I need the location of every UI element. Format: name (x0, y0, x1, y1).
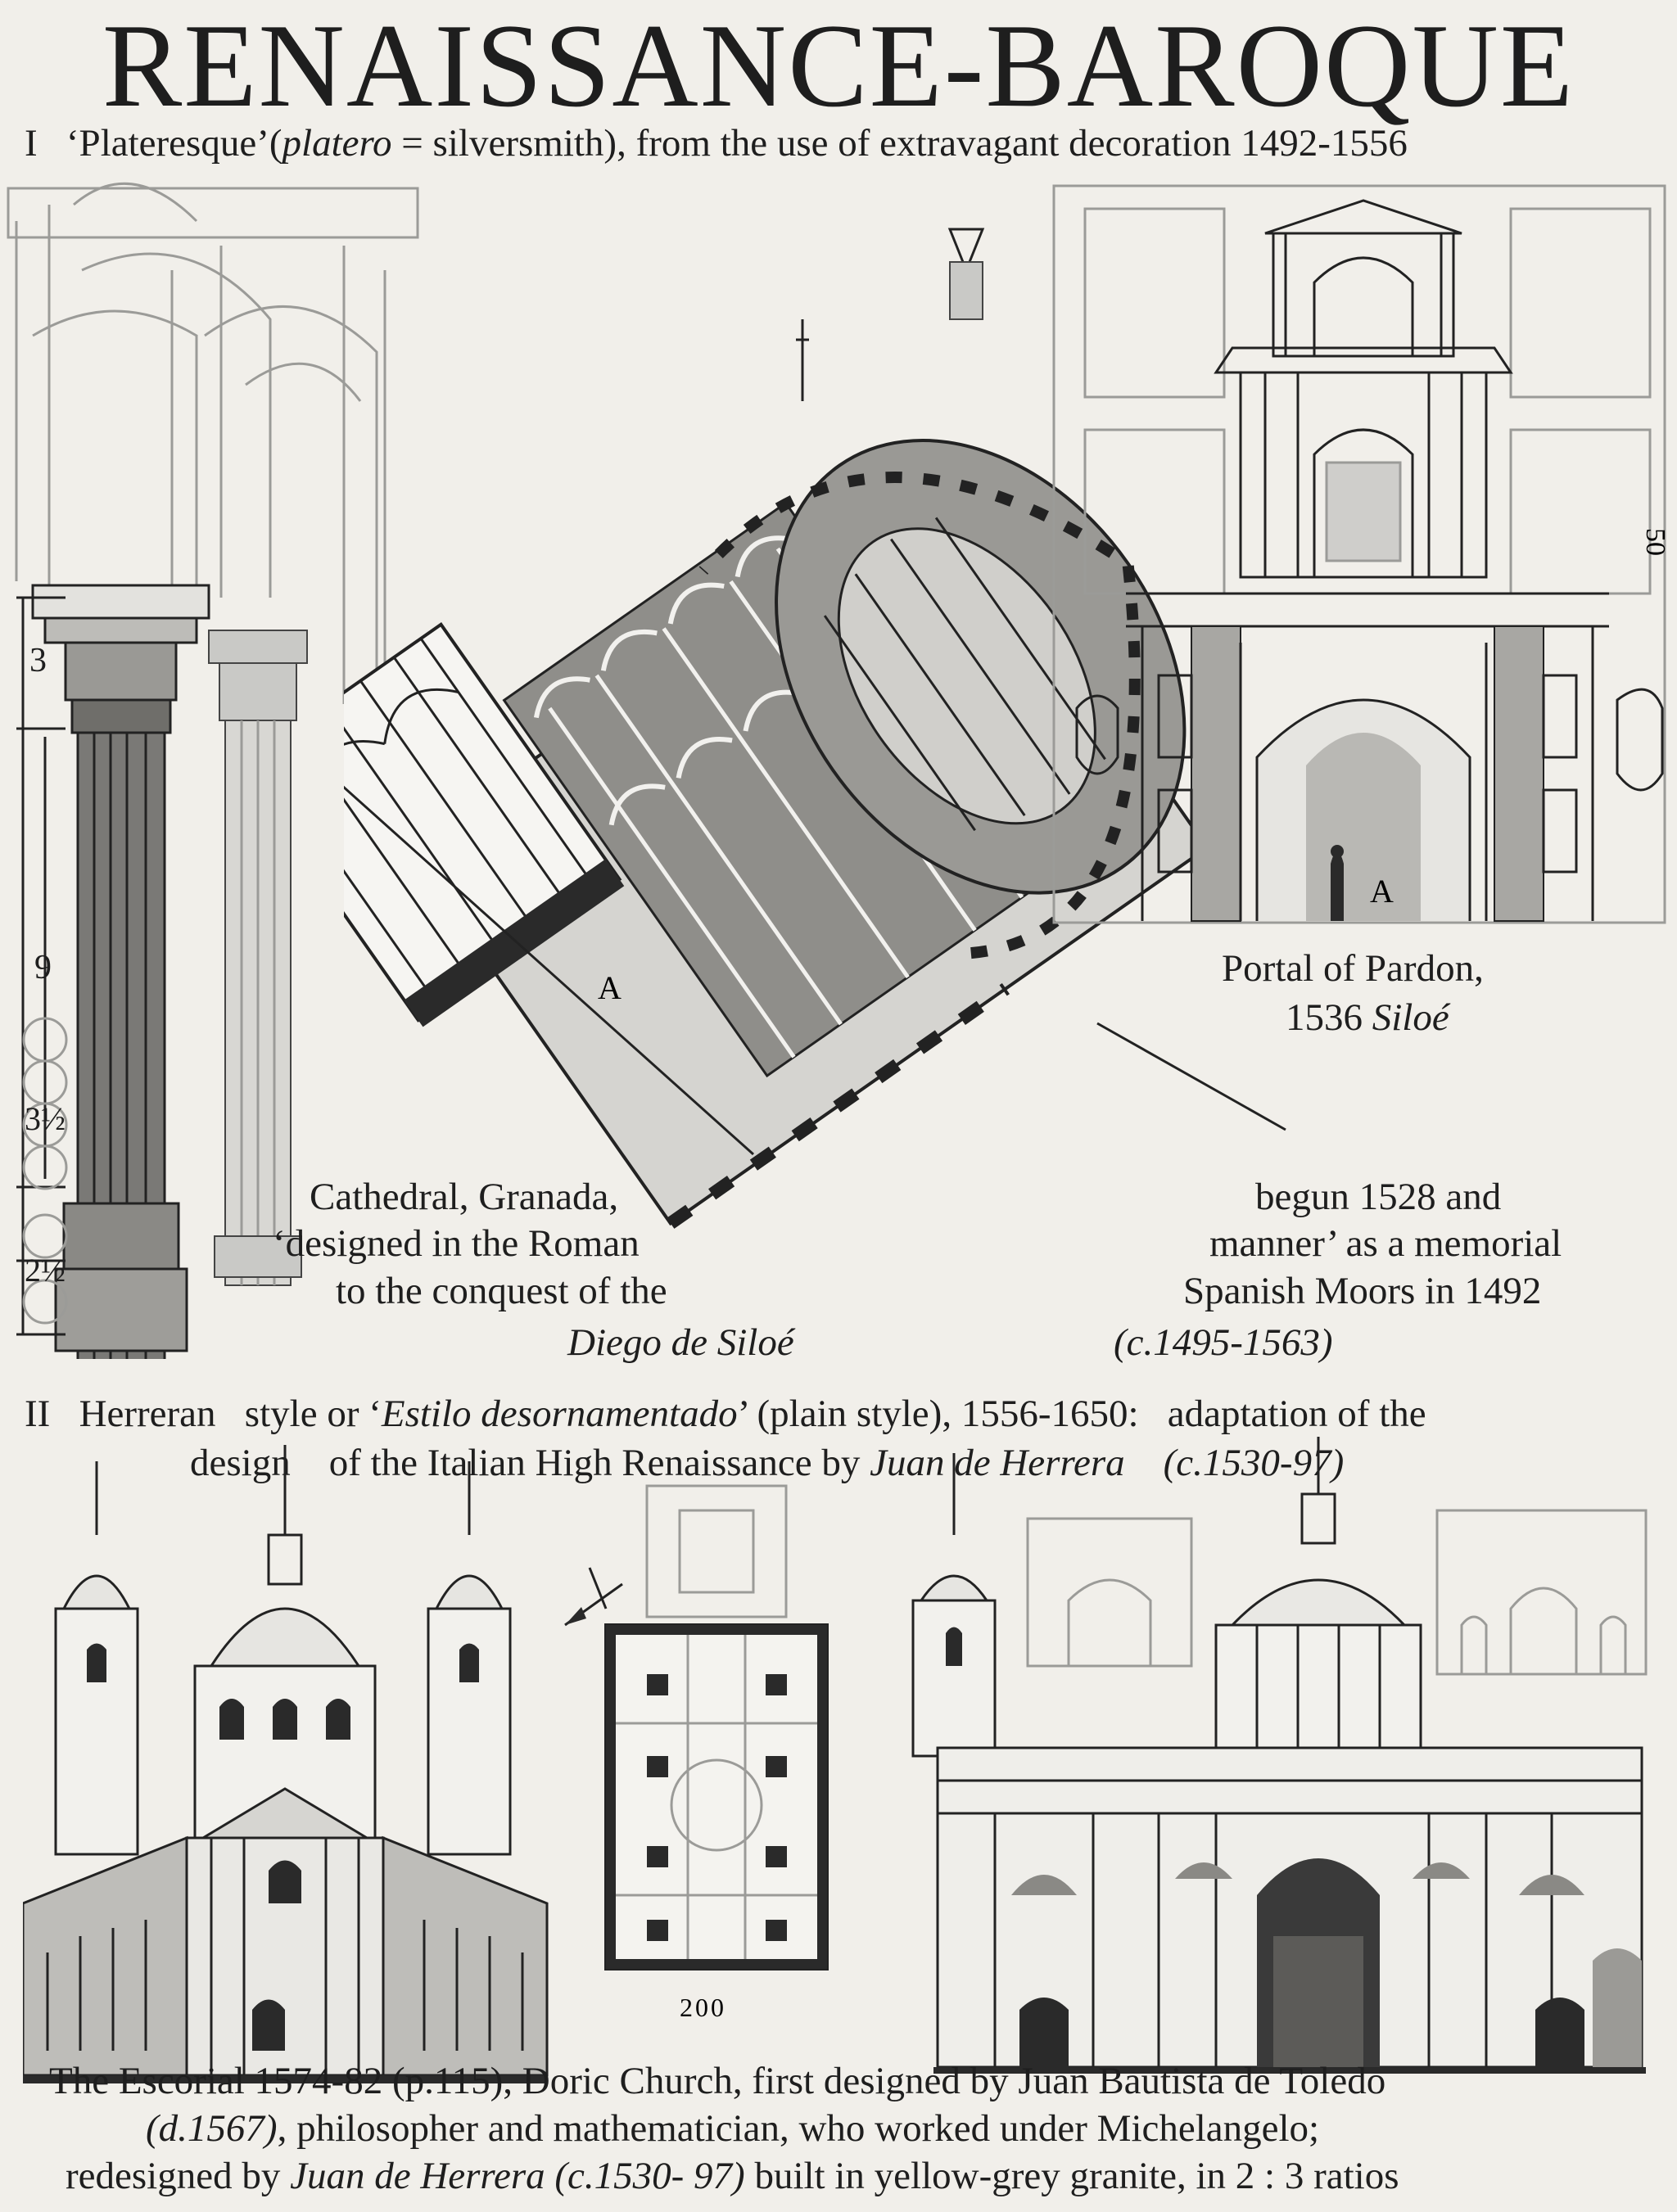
portal-caption-line1: Portal of Pardon, (1222, 947, 1484, 990)
portal-caption-architect: Siloé (1372, 996, 1449, 1039)
section2-l1a: Herreran (79, 1393, 216, 1435)
section1-numeral: I (25, 122, 38, 165)
escorial-l3d: built in yellow-grey granite, in 2 : 3 r… (744, 2155, 1399, 2197)
column-dim-3: 3 (29, 642, 47, 679)
portal-of-pardon-illustration: A 50 (1052, 184, 1670, 924)
portal-label-a: A (1370, 873, 1394, 910)
section2-l2c: Juan de Herrera (870, 1442, 1125, 1484)
section2-l1c: Estilo desornamentado (381, 1393, 738, 1435)
escorial-facade-illustration (23, 1445, 549, 2083)
cathedral-caption-l3b: Spanish Moors in 1492 (1183, 1270, 1542, 1312)
escorial-l2b: , philosopher and mathematician, who wor… (277, 2107, 1320, 2150)
cathedral-caption-l2b: manner’ as a memorial (1209, 1222, 1562, 1265)
cathedral-caption-l4a: Diego de Siloé (567, 1321, 794, 1365)
cathedral-label-a: A (598, 969, 622, 1006)
section2-l2d: (c.1530-97) (1163, 1442, 1345, 1484)
portal-caption-line2: 1536 Siloé (1286, 996, 1449, 1040)
escorial-church-section-illustration (911, 1437, 1648, 2074)
escorial-l3c: (c.1530- 97) (545, 2155, 745, 2197)
plan-dim-200: 200 (680, 1993, 726, 2022)
section2-l1d: ’ (plain style), 1556-1650: (737, 1393, 1139, 1435)
cathedral-caption-l1b: begun 1528 and (1255, 1176, 1502, 1218)
escorial-l3b: Juan de Herrera (290, 2155, 545, 2197)
section2-l2a: design (190, 1442, 291, 1484)
column-dim-9: 9 (34, 949, 52, 986)
escorial-l3a: redesigned by (66, 2155, 291, 2197)
cathedral-caption-l4b: (c.1495-1563) (1114, 1321, 1333, 1365)
section1-text-b: = silversmith), from the use of extravag… (391, 122, 1408, 165)
section1-text-a: ‘Plateresque’( (66, 122, 283, 165)
cathedral-architect-name: Diego de Siloé (567, 1321, 794, 1364)
portal-caption-year: 1536 (1286, 996, 1372, 1039)
section2-l2b: of the Italian High Renaissance by (328, 1442, 870, 1484)
section2-caption-line2: design of the Italian High Renaissance b… (190, 1442, 1344, 1485)
cathedral-caption-l3a: to the conquest of the (336, 1270, 667, 1312)
cathedral-architect-dates: (c.1495-1563) (1114, 1321, 1333, 1364)
section1-text-italic: platero (282, 122, 392, 165)
escorial-plan-illustration: 200 (564, 1484, 829, 2022)
cathedral-caption-l2a: ‘designed in the Roman (273, 1222, 640, 1265)
column-dim-2-half: 2½ (25, 1252, 66, 1289)
section2-caption-line1: II Herreran style or ‘Estilo desornament… (25, 1393, 1426, 1436)
portal-dim-50: 50 (1640, 528, 1670, 556)
cathedral-caption-l1a: Cathedral, Granada, (310, 1176, 619, 1218)
escorial-caption-line1: The Escorial 1574-82 (p.115), Doric Chur… (49, 2060, 1386, 2102)
section2-l1e: adaptation of the (1167, 1393, 1426, 1435)
section2-l1b: style or ‘ (244, 1393, 382, 1435)
granada-cathedral-illustration: 200 A (344, 228, 1286, 1229)
page-title: RENAISSANCE-BAROQUE (102, 0, 1575, 132)
escorial-l2a: (d.1567) (146, 2107, 278, 2150)
column-dim-3-half: 3½ (25, 1100, 66, 1137)
escorial-caption-line3: redesigned by Juan de Herrera (c.1530- 9… (66, 2155, 1399, 2198)
section1-caption: I ‘Plateresque’(platero = silversmith), … (25, 122, 1408, 165)
section2-numeral: II (25, 1393, 51, 1435)
column-interior-illustration: 3 9 3½ 2½ (7, 182, 419, 1359)
escorial-caption-line2: (d.1567), philosopher and mathematician,… (146, 2107, 1320, 2151)
